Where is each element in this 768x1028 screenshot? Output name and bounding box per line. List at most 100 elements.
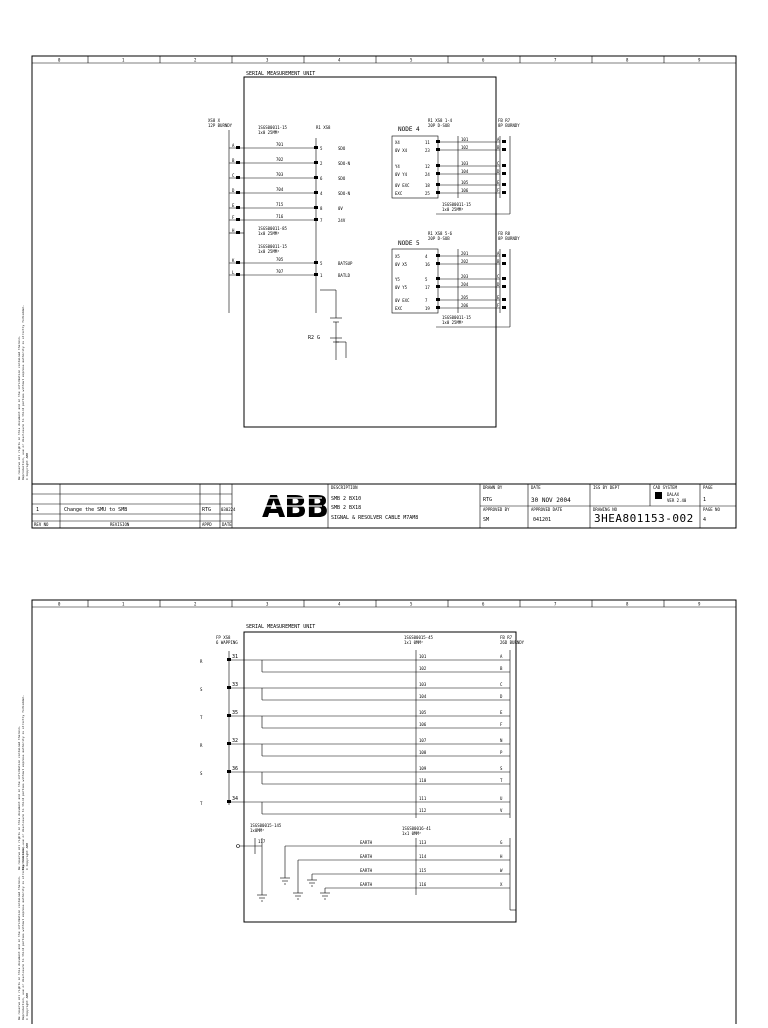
node-4-wire: 105 (461, 180, 469, 185)
signal-wires (229, 147, 316, 276)
wire-number: 105 (419, 710, 427, 715)
grid-number: 4 (338, 602, 341, 607)
batt-signal: BATSUP (338, 261, 353, 266)
batt-pin: 5 (320, 261, 323, 266)
left-pin-label: E (232, 203, 235, 208)
page-1: 0 1 2 3 4 5 6 7 8 9 We reserve all right… (17, 55, 737, 529)
column-date: DATE (222, 522, 232, 527)
left-pin-label: F (232, 215, 235, 220)
date-label: DATE (531, 485, 541, 490)
approved-by-label: APPROVED BY (483, 507, 510, 512)
date: 30 NOV 2004 (531, 497, 571, 504)
left-pin-markers (236, 146, 240, 276)
revision-number: 1 (36, 507, 39, 513)
wire-number: 704 (276, 187, 284, 192)
grid-number: 0 (58, 602, 61, 607)
revision-by: RTG (202, 507, 211, 513)
cad-logo-icon (655, 492, 662, 499)
r1-pin: 2 (320, 161, 323, 166)
node-4-pin: 12 (425, 164, 430, 169)
cable-spec: 1x0 25MM² (258, 249, 280, 254)
left-pin-label: A (232, 143, 235, 148)
node-5-pin: 7 (425, 298, 428, 303)
x3-connector-subtitle: 12P BURNDY (208, 123, 233, 128)
column-rev-no: REV NO (34, 522, 49, 527)
grid-number: 5 (410, 602, 413, 607)
wire-number: 108 (419, 750, 427, 755)
wire-number: 104 (419, 694, 427, 699)
node-4-block: NODE 4 R1 XS8 1-4 20P D-SUB FB R7 8P BUR… (391, 118, 520, 215)
description-line: SIGNAL & RESOLVER CABLE M7AM8 (331, 515, 418, 521)
grid-number: 1 (122, 58, 125, 63)
node-5-pin: 4 (425, 254, 428, 259)
earth-label: EARTH (360, 868, 373, 873)
copyright-notice: We reserve all rights in this document a… (17, 305, 29, 480)
node-5-right-connector-sub: 8P BURNDY (498, 236, 520, 241)
r1-signal: 24V (338, 218, 346, 223)
smu-box-2 (243, 631, 517, 923)
r1-pin: 7 (320, 218, 323, 223)
r1-pin: 8 (320, 206, 323, 211)
node-4-wire: 104 (461, 169, 469, 174)
out-pin: G (500, 840, 503, 845)
node-4-pin: 18 (425, 183, 430, 188)
wire-number: 701 (276, 142, 284, 147)
approved-date: 041201 (533, 517, 551, 523)
grid-number: 6 (482, 602, 485, 607)
node-4-signal: Y4 (395, 164, 400, 169)
copyright-notice: We reserve all rights in this document a… (17, 695, 29, 870)
approved-by: SM (483, 517, 489, 523)
node-4-pin: 23 (425, 148, 430, 153)
grid-number: 2 (194, 58, 197, 63)
left-pin-label: C (232, 173, 235, 178)
node-5-signal: 0V X5 (395, 262, 408, 267)
cable-part: 1SGS00011-85 (258, 226, 287, 231)
out-pin: W (500, 868, 503, 873)
out-pin: V (500, 808, 503, 813)
drawing-number: 3HEA801153-002 (594, 512, 694, 525)
r1-signal: SDO-N (338, 191, 351, 196)
lower-cable-part: 1SGS00016-41 (402, 826, 431, 831)
drawn-by: RTG (483, 497, 492, 503)
wire-number: 702 (276, 157, 284, 162)
node-5-signal: EXC (395, 306, 403, 311)
drawing-no-label: DRAWING NO (593, 507, 618, 512)
cable-spec: 1x0 25MM² (258, 231, 280, 236)
out-pin: N (500, 738, 503, 743)
terminal-label: 32 (232, 738, 238, 744)
out-pin: A (500, 654, 503, 659)
out-pin: D (500, 694, 503, 699)
batt-signal: BATLD (338, 273, 351, 278)
drawn-by-label: DRAWN BY (483, 485, 503, 490)
node-4-out: F (497, 188, 500, 193)
grid-number: 3 (266, 602, 269, 607)
node-4-cable-spec: 1x0 25MM² (442, 207, 464, 212)
grid-number: 5 (410, 58, 413, 63)
issued-by-label: ISS BY DEPT (593, 485, 620, 490)
node-4-out: A (497, 137, 500, 142)
wire-number: 114 (419, 854, 427, 859)
copyright-line: © Copyright ABB (25, 993, 29, 1020)
copyright-line: Reproduction, use or disclosure to third… (21, 845, 25, 1020)
earth-label: EARTH (360, 882, 373, 887)
r1-signal: SDO (338, 146, 346, 151)
wire-number: 116 (419, 882, 427, 887)
node-4-pin: 11 (425, 140, 430, 145)
node-5-right-connector: FB R8 (498, 231, 511, 236)
node-5-pin: 5 (425, 277, 428, 282)
wire-number: 707 (276, 269, 284, 274)
cad-system: DALAX (667, 492, 680, 497)
wire-number: 703 (276, 172, 284, 177)
grid-number: 8 (626, 602, 629, 607)
node-4-connector-sub: 20P D-SUB (428, 123, 450, 128)
node-5-connector-sub: 20P D-SUB (428, 236, 450, 241)
left-connector-subtitle: 6 WAPPING (216, 640, 238, 645)
node-4-wire: 106 (461, 188, 469, 193)
r1-pin: 5 (320, 146, 323, 151)
grid-number: 8 (626, 58, 629, 63)
node-5-out: D (497, 282, 500, 287)
page-number: 1 (703, 497, 706, 503)
phase-label: R (200, 659, 203, 664)
r1-signal: SDO-N (338, 161, 351, 166)
terminal-label: 31 (232, 654, 238, 660)
